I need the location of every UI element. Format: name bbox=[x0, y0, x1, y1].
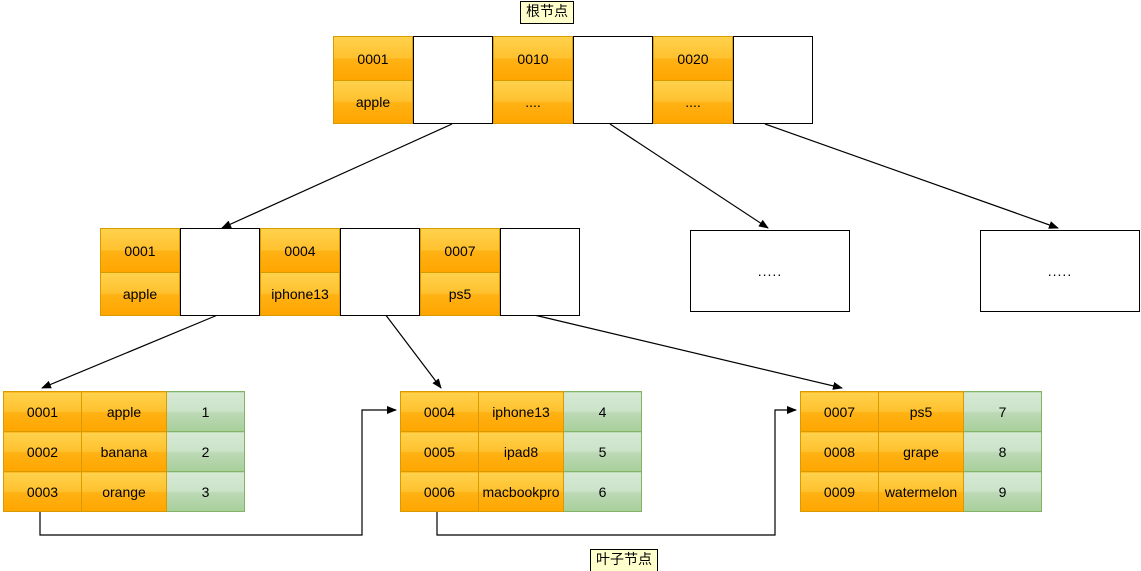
branch-entry-3: 0007 ps5 bbox=[420, 228, 500, 316]
leaf1-row1-value: 1 bbox=[166, 391, 245, 432]
table-row: 0002 banana 2 bbox=[3, 431, 245, 472]
branch-placeholder-3: ..... bbox=[980, 230, 1140, 312]
leaf2-row2-value: 5 bbox=[563, 431, 642, 472]
root-entry-1-value: apple bbox=[333, 80, 413, 124]
branch-entry-3-key: 0007 bbox=[420, 228, 500, 272]
leaf2-row2-item: ipad8 bbox=[478, 431, 564, 472]
root-node: 0001 apple 0010 .... 0020 .... bbox=[333, 36, 813, 124]
branch-entry-3-value: ps5 bbox=[420, 272, 500, 316]
edge-root-to-branch-3 bbox=[764, 123, 1059, 229]
branch-entry-2-key: 0004 bbox=[260, 228, 340, 272]
table-row: 0009 watermelon 9 bbox=[800, 471, 1042, 512]
leaf1-row3-item: orange bbox=[81, 471, 167, 512]
root-entry-1: 0001 apple bbox=[333, 36, 413, 124]
root-entry-3-key: 0020 bbox=[653, 36, 733, 80]
table-row: 0005 ipad8 5 bbox=[400, 431, 642, 472]
table-row: 0004 iphone13 4 bbox=[400, 391, 642, 432]
branch-node: 0001 apple 0004 iphone13 0007 ps5 bbox=[100, 228, 580, 316]
root-entry-3-value: .... bbox=[653, 80, 733, 124]
table-row: 0007 ps5 7 bbox=[800, 391, 1042, 432]
leaf3-row1-item: ps5 bbox=[878, 391, 964, 432]
leaf1-row1-item: apple bbox=[81, 391, 167, 432]
leaf2-row1-id: 0004 bbox=[400, 391, 479, 432]
root-entry-3: 0020 .... bbox=[653, 36, 733, 124]
branch-entry-1-value: apple bbox=[100, 272, 180, 316]
root-node-label: 根节点 bbox=[520, 1, 574, 24]
root-pointer-2 bbox=[573, 36, 653, 124]
leaf-node-2: 0004 iphone13 4 0005 ipad8 5 0006 macboo… bbox=[400, 391, 642, 512]
leaf3-row2-value: 8 bbox=[963, 431, 1042, 472]
leaf2-row3-id: 0006 bbox=[400, 471, 479, 512]
leaf1-row3-id: 0003 bbox=[3, 471, 82, 512]
edge-branch-to-leaf-2 bbox=[384, 313, 442, 389]
table-row: 0003 orange 3 bbox=[3, 471, 245, 512]
branch-entry-1: 0001 apple bbox=[100, 228, 180, 316]
leaf3-row3-id: 0009 bbox=[800, 471, 879, 512]
leaf-node-3: 0007 ps5 7 0008 grape 8 0009 watermelon … bbox=[800, 391, 1042, 512]
leaf1-row1-id: 0001 bbox=[3, 391, 82, 432]
table-row: 0008 grape 8 bbox=[800, 431, 1042, 472]
leaf2-row1-value: 4 bbox=[563, 391, 642, 432]
branch-entry-2: 0004 iphone13 bbox=[260, 228, 340, 316]
leaf2-row3-value: 6 bbox=[563, 471, 642, 512]
leaf3-row1-id: 0007 bbox=[800, 391, 879, 432]
root-pointer-1 bbox=[413, 36, 493, 124]
leaf1-row2-id: 0002 bbox=[3, 431, 82, 472]
root-entry-2-value: .... bbox=[493, 80, 573, 124]
edge-branch-to-leaf-1 bbox=[41, 313, 221, 389]
edge-root-to-branch-1 bbox=[221, 123, 453, 229]
leaf3-row3-value: 9 bbox=[963, 471, 1042, 512]
leaf3-row2-item: grape bbox=[878, 431, 964, 472]
table-row: 0006 macbookpro 6 bbox=[400, 471, 642, 512]
leaf-node-1: 0001 apple 1 0002 banana 2 0003 orange 3 bbox=[3, 391, 245, 512]
leaf-node-label: 叶子节点 bbox=[590, 549, 658, 571]
branch-pointer-3 bbox=[500, 228, 580, 316]
branch-pointer-2 bbox=[340, 228, 420, 316]
root-entry-2: 0010 .... bbox=[493, 36, 573, 124]
leaf3-row3-item: watermelon bbox=[878, 471, 964, 512]
leaf2-row3-item: macbookpro bbox=[478, 471, 564, 512]
leaf1-row2-value: 2 bbox=[166, 431, 245, 472]
root-pointer-3 bbox=[733, 36, 813, 124]
branch-pointer-1 bbox=[180, 228, 260, 316]
branch-entry-1-key: 0001 bbox=[100, 228, 180, 272]
leaf2-row1-item: iphone13 bbox=[478, 391, 564, 432]
edge-branch-to-leaf-3 bbox=[529, 313, 843, 390]
leaf3-row2-id: 0008 bbox=[800, 431, 879, 472]
branch-placeholder-2: ..... bbox=[690, 230, 850, 312]
leaf1-row3-value: 3 bbox=[166, 471, 245, 512]
branch-entry-2-value: iphone13 bbox=[260, 272, 340, 316]
edge-root-to-branch-2 bbox=[609, 123, 769, 229]
table-row: 0001 apple 1 bbox=[3, 391, 245, 432]
leaf2-row2-id: 0005 bbox=[400, 431, 479, 472]
root-entry-1-key: 0001 bbox=[333, 36, 413, 80]
leaf3-row1-value: 7 bbox=[963, 391, 1042, 432]
leaf1-row2-item: banana bbox=[81, 431, 167, 472]
root-entry-2-key: 0010 bbox=[493, 36, 573, 80]
